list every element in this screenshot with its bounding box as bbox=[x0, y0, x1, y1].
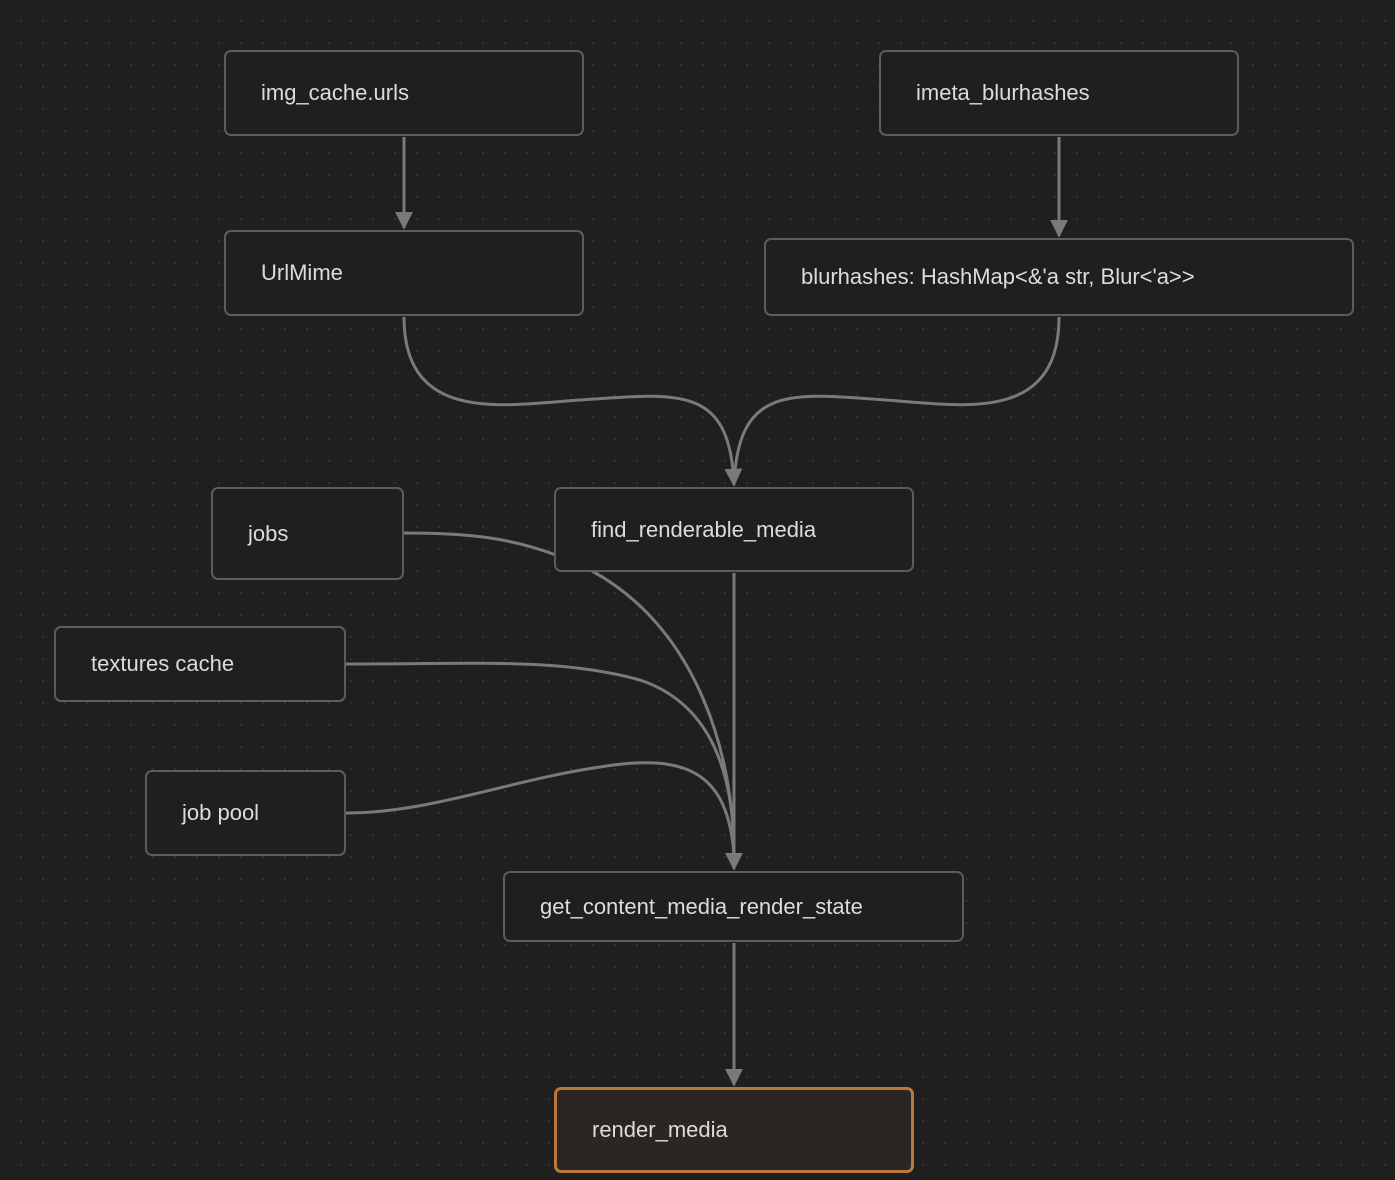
node-label: render_media bbox=[592, 1117, 728, 1142]
node-img-cache-urls[interactable]: img_cache.urls bbox=[224, 50, 584, 136]
edge-blurhashes-to-find-renderable-media bbox=[732, 316, 1061, 486]
edge-job-pool-to-get-content-media-render-state bbox=[345, 761, 736, 856]
edge-jobs-to-get-content-media-render-state bbox=[403, 531, 557, 557]
node-imeta-blurhashes[interactable]: imeta_blurhashes bbox=[879, 50, 1239, 136]
node-render-media[interactable]: render_media bbox=[554, 1087, 914, 1173]
node-urlmime[interactable]: UrlMime bbox=[224, 230, 584, 316]
node-label: img_cache.urls bbox=[261, 80, 409, 105]
edge-find-renderable-media-side-to-get-content-media-render-state bbox=[591, 569, 736, 856]
node-label: UrlMime bbox=[261, 260, 343, 285]
node-get-content-media-render-state[interactable]: get_content_media_render_state bbox=[503, 871, 964, 942]
edge-urlmime-to-find-renderable-media bbox=[402, 316, 743, 487]
node-jobs[interactable]: jobs bbox=[211, 487, 404, 580]
node-label: job pool bbox=[182, 800, 260, 825]
node-job-pool[interactable]: job pool bbox=[145, 770, 346, 856]
node-find-renderable-media[interactable]: find_renderable_media bbox=[554, 487, 914, 572]
node-label: jobs bbox=[248, 520, 289, 546]
node-blurhashes[interactable]: blurhashes: HashMap<&'a str, Blur<'a>> bbox=[764, 238, 1354, 316]
node-textures-cache[interactable]: textures cache bbox=[54, 626, 346, 702]
node-label: blurhashes: HashMap<&'a str, Blur<'a>> bbox=[801, 264, 1195, 289]
edge-textures-cache-to-get-content-media-render-state bbox=[345, 661, 736, 856]
node-label: find_renderable_media bbox=[591, 516, 817, 542]
node-label: imeta_blurhashes bbox=[916, 80, 1090, 105]
node-label: textures cache bbox=[91, 651, 235, 676]
node-label: get_content_media_render_state bbox=[540, 893, 863, 919]
